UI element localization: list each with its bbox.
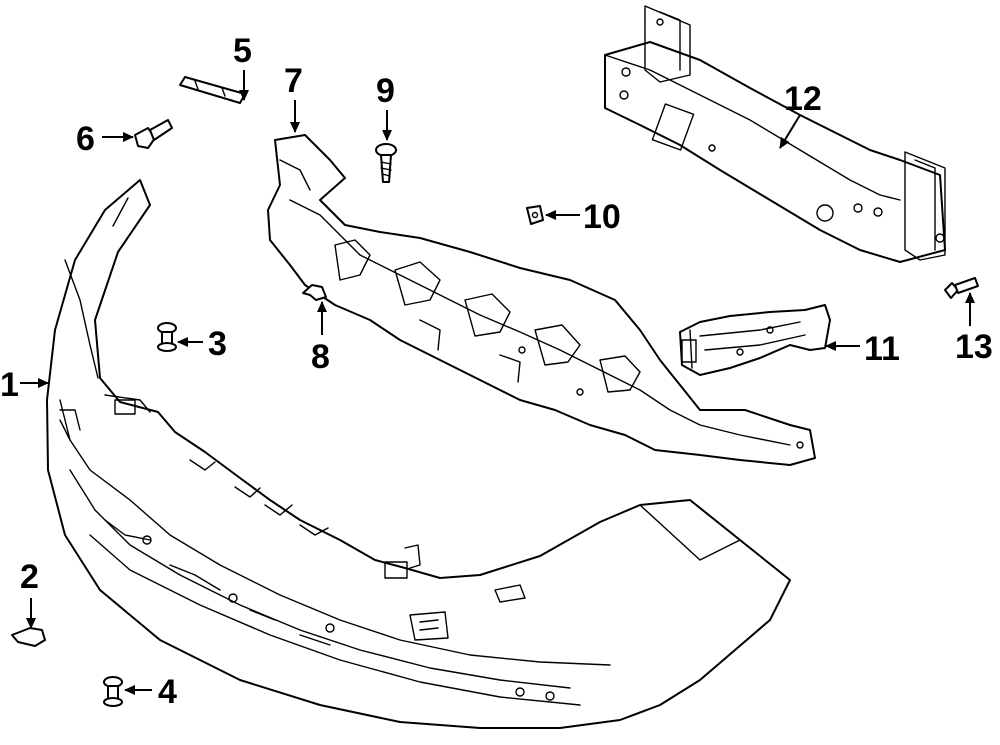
callout-11: 11 [864, 330, 900, 368]
callout-2: 2 [20, 558, 39, 596]
screw-part-9 [375, 143, 397, 183]
callout-13: 13 [955, 328, 993, 366]
callout-10: 10 [583, 198, 621, 236]
bolt-part-6 [134, 119, 173, 149]
callout-8: 8 [311, 338, 330, 376]
bumper-cover [46, 179, 791, 729]
clip-part-8 [302, 284, 327, 301]
impact-bar [604, 5, 946, 263]
side-bracket [679, 304, 831, 376]
callout-5: 5 [233, 32, 252, 70]
bumper-absorber [267, 134, 816, 466]
callout-3: 3 [208, 325, 227, 363]
callout-4: 4 [158, 673, 177, 711]
callout-12: 12 [784, 80, 822, 118]
trim-strip [179, 76, 246, 104]
callout-6: 6 [76, 120, 95, 158]
callout-labels: 1 2 3 4 5 6 7 8 9 10 11 12 13 [0, 32, 993, 711]
clip-nut-part-10 [526, 205, 544, 225]
leader-lines [20, 70, 975, 695]
clip-part-2 [11, 627, 46, 647]
callout-1: 1 [0, 366, 19, 404]
push-pin-part-3 [157, 322, 177, 352]
callout-9: 9 [376, 72, 395, 110]
bolt-part-13 [944, 277, 979, 299]
callout-7: 7 [284, 62, 303, 100]
push-pin-part-4 [103, 676, 123, 707]
